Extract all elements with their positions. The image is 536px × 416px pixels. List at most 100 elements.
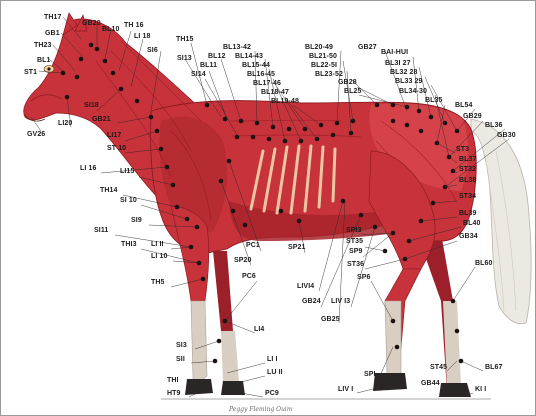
label-bl12: BL12: [208, 53, 226, 60]
acupoint-dot: [103, 59, 108, 64]
label-sp21: SP21: [288, 244, 306, 251]
leader-line: [363, 233, 393, 257]
label-gb20: GB20: [82, 20, 101, 27]
label-si13: SI13: [177, 55, 192, 62]
label-bl1: BL1: [37, 57, 51, 64]
label-li20: LI20: [58, 120, 72, 127]
acupoint-dot: [405, 123, 410, 128]
label-bl34-30: BL34-30: [399, 88, 427, 95]
acupoint-dot: [231, 209, 236, 214]
label-lu11: LU II: [267, 369, 283, 376]
label-li18: LI 18: [134, 33, 150, 40]
label-bl54: BL54: [455, 102, 473, 109]
label-bl10: BL10: [102, 26, 120, 33]
label-bl38: BL38: [459, 177, 477, 184]
label-si11: SI11: [94, 227, 108, 234]
label-gb30: GB30: [497, 132, 516, 139]
acupoint-dot: [135, 99, 140, 104]
label-st32: ST32: [459, 166, 476, 173]
label-th1: THI: [167, 377, 179, 384]
label-th23: TH23: [34, 42, 52, 49]
acupoint-dot: [61, 71, 66, 76]
label-li15: LI15: [120, 168, 134, 175]
acupoint-dot: [279, 209, 284, 214]
label-bl23-52: BL23-52: [315, 71, 343, 78]
label-pc9: PC9: [265, 390, 279, 397]
acupoint-dot: [267, 137, 272, 142]
label-si14: SI14: [191, 71, 206, 78]
acupoint-dot: [391, 119, 396, 124]
label-bl21-50: BL21-50: [309, 53, 337, 60]
label-st36: ST36: [347, 261, 364, 268]
label-pc1: PC1: [246, 242, 260, 249]
label-li10: LI 10: [151, 253, 167, 260]
acupoint-dot: [89, 43, 94, 48]
label-si3: SI3: [176, 342, 187, 349]
label-si9: SI9: [131, 217, 142, 224]
label-bl14-43: BL14-43: [235, 53, 263, 60]
label-bl19-48: BL19-48: [271, 98, 299, 105]
acupoint-dot: [95, 47, 100, 52]
acupoint-dot: [331, 133, 336, 138]
label-th13: THI3: [121, 241, 137, 248]
label-th15: TH15: [176, 36, 194, 43]
label-th16: TH 16: [124, 22, 144, 29]
label-bl32-28: BL32 28: [390, 69, 418, 76]
label-gb34: GB34: [459, 233, 478, 240]
label-bl67: BL67: [485, 364, 503, 371]
label-sp20: SP20: [234, 257, 252, 264]
label-th5: TH5: [151, 279, 165, 286]
label-th14: TH14: [100, 187, 118, 194]
acupoint-dot: [395, 345, 400, 350]
label-li4: LI4: [254, 326, 264, 333]
label-pc6: PC6: [242, 273, 256, 280]
label-st10: ST 10: [107, 145, 126, 152]
label-sp13: SPI3: [346, 227, 362, 234]
label-bl16-45: BL16-45: [247, 71, 275, 78]
label-li1: LI I: [267, 356, 278, 363]
acupoint-dot: [111, 71, 116, 76]
acupoint-dot: [419, 129, 424, 134]
label-baihui: BAI-HUI: [381, 49, 408, 56]
leader-line: [453, 267, 475, 301]
label-bl18-47: BL18-47: [261, 89, 289, 96]
label-sp6: SP6: [357, 274, 371, 281]
label-gb29: GB29: [463, 113, 482, 120]
acupoint-dot: [243, 223, 248, 228]
label-gb27: GB27: [358, 44, 377, 51]
label-ki1: KI I: [475, 386, 486, 393]
acupoint-dot: [287, 127, 292, 132]
acupoint-dot: [251, 135, 256, 140]
label-gv26: GV26: [27, 131, 45, 138]
label-bl40: BL40: [463, 220, 481, 227]
label-gb25: GB25: [321, 316, 340, 323]
label-si16: SI6: [147, 47, 158, 54]
leader-line: [461, 361, 483, 371]
label-bl13-42: BL13-42: [223, 44, 251, 51]
label-bl33-29: BL33 29: [395, 78, 423, 85]
label-bl39: BL39: [459, 210, 477, 217]
label-li11: LI II: [151, 241, 164, 248]
label-liv14: LIVI4: [297, 283, 314, 290]
label-ht9: HT9: [167, 390, 181, 397]
label-gb28: GB28: [338, 79, 357, 86]
acupoint-dot: [75, 75, 80, 80]
label-bl31-27: BL3I 27: [385, 60, 411, 67]
label-si10: SI 10: [120, 197, 137, 204]
artist-signature: Peggy Fleming Ouim: [228, 406, 293, 413]
label-liv1: LIV I: [338, 386, 353, 393]
label-bl25: BL25: [344, 88, 362, 95]
label-gb24: GB24: [302, 298, 321, 305]
acupoint-dot: [235, 135, 240, 140]
label-st45: ST45: [430, 364, 447, 371]
label-bl37: BL37: [459, 156, 477, 163]
label-sp1: SPI: [364, 371, 376, 378]
label-st3x: ST3: [456, 146, 469, 153]
leader-line: [365, 259, 405, 269]
label-bl22-51: BL22-5I: [311, 62, 337, 69]
label-st1: ST1: [24, 69, 37, 76]
label-si18: SI18: [84, 102, 99, 109]
label-li17: LI17: [107, 132, 121, 139]
